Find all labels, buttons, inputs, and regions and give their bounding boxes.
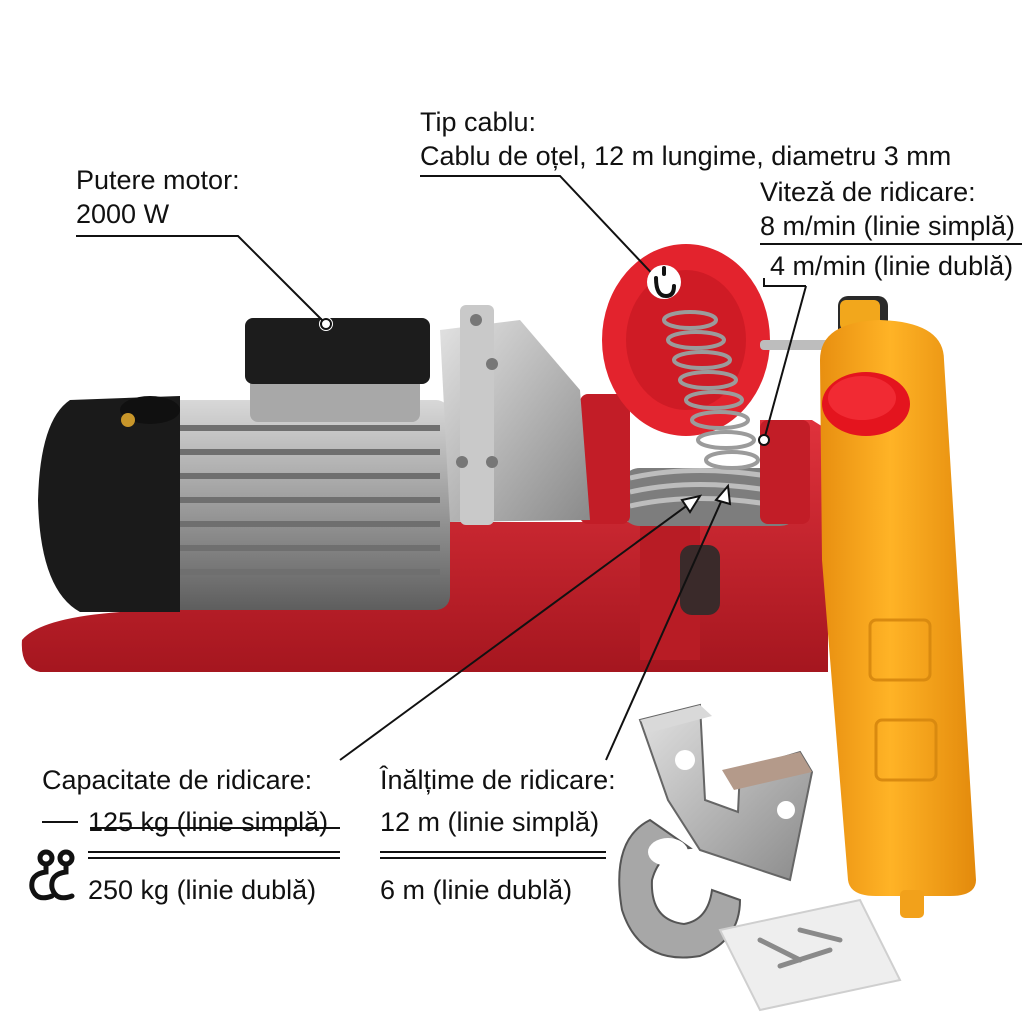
motor-power-title: Putere motor:: [76, 165, 240, 195]
lift-height-title: Înălțime de ridicare:: [380, 765, 616, 795]
lift-capacity-double: 250 kg (linie dublă): [88, 875, 317, 905]
cable-type-value: Cablu de oțel, 12 m lungime, diametru 3 …: [420, 141, 952, 171]
lift-speed-double: 4 m/min (linie dublă): [770, 251, 1014, 281]
lift-capacity-title: Capacitate de ridicare:: [42, 765, 313, 795]
lift-capacity-single: 125 kg (linie simplă): [88, 807, 329, 837]
lift-height-double: 6 m (linie dublă): [380, 875, 573, 905]
pendant-controller: [820, 296, 976, 918]
callout-arrows: [680, 483, 732, 514]
callout-lines: [42, 175, 1022, 859]
lifting-hook: [618, 818, 742, 959]
lift-height-single: 12 m (linie simplă): [380, 807, 600, 837]
cable-drum: [580, 394, 810, 526]
cable-type-title: Tip cablu:: [420, 107, 537, 137]
double-hook-icon: [29, 849, 75, 901]
screws-bag: [718, 898, 902, 1012]
limit-disc: [602, 244, 770, 436]
limit-spring: [662, 310, 760, 470]
motor-power-value: 2000 W: [76, 199, 170, 229]
gearbox: [440, 305, 590, 525]
electric-motor: [38, 317, 450, 612]
hook-icon: [647, 265, 681, 299]
lift-speed-single: 8 m/min (linie simplă): [760, 211, 1016, 241]
callout-dots: [320, 318, 770, 446]
mounting-bracket: [638, 703, 814, 882]
lift-speed-title: Viteză de ridicare:: [760, 177, 976, 207]
